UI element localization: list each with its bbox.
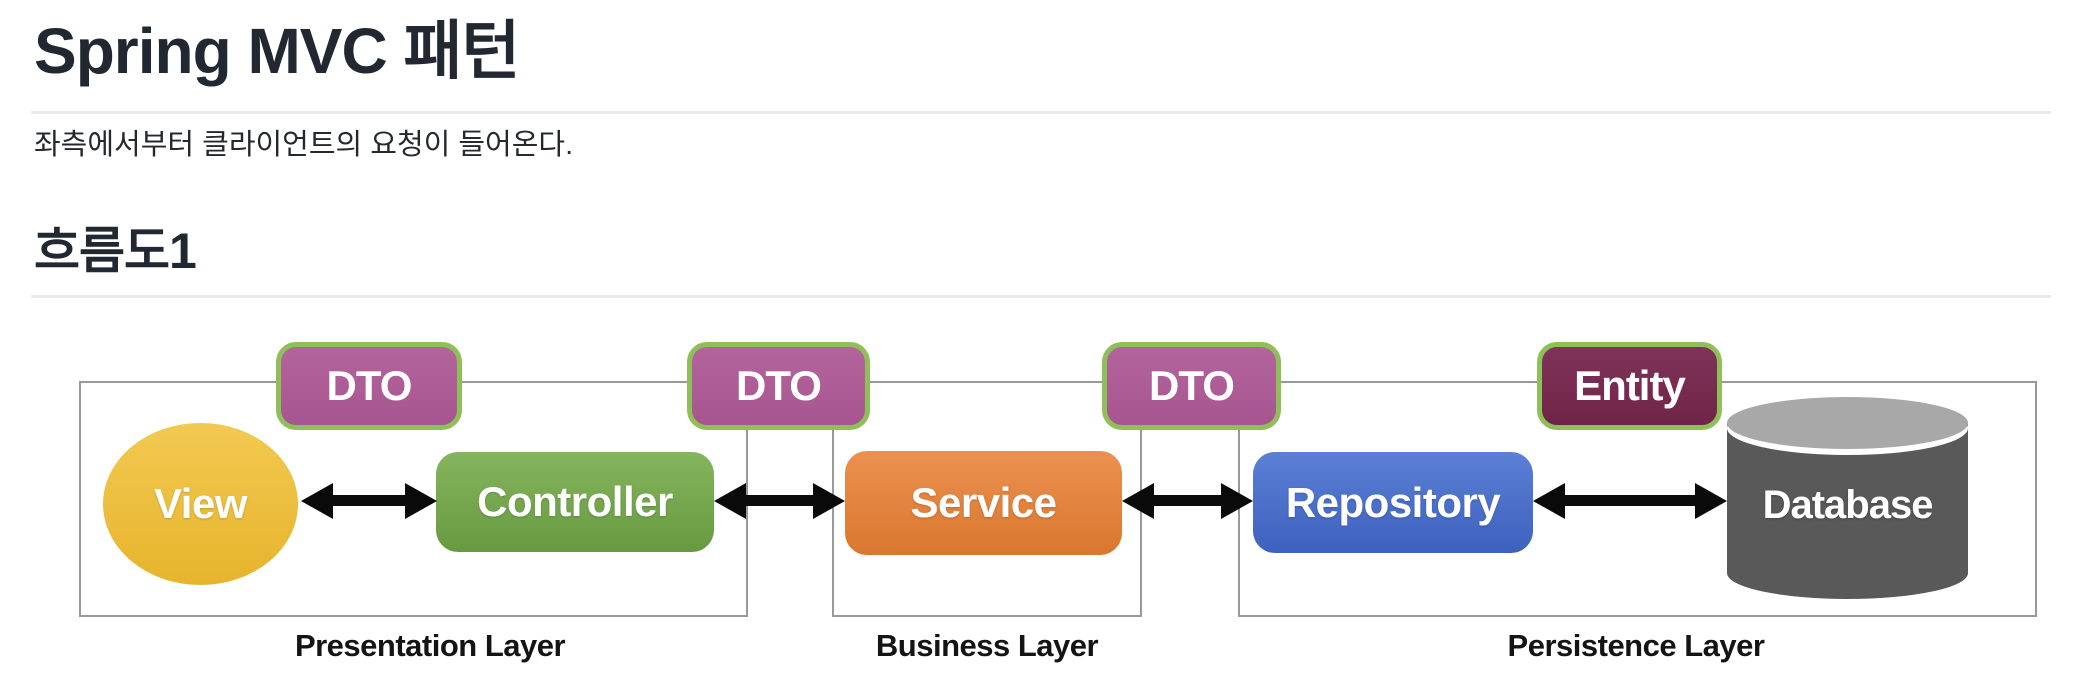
dto-badge-label: DTO: [736, 362, 822, 409]
database-node: Database: [1727, 397, 1968, 600]
controller-node-label: Controller: [477, 478, 673, 525]
service-node-label: Service: [910, 479, 1057, 526]
presentation-layer-label: Presentation Layer: [294, 628, 566, 663]
dto-badge-label: DTO: [1149, 362, 1235, 409]
arrow-right-head-icon: [1221, 483, 1253, 519]
entity-badge: Entity: [1537, 342, 1722, 430]
arrow-shaft: [1148, 495, 1227, 506]
arrow-view-controller: [301, 483, 437, 519]
service-node: Service: [845, 451, 1122, 555]
controller-node: Controller: [436, 452, 714, 552]
business-layer-label: Business Layer: [875, 628, 1099, 663]
arrow-shaft: [740, 495, 819, 506]
repository-node-label: Repository: [1285, 478, 1501, 526]
database-node-label: Database: [1762, 483, 1934, 527]
section-heading: 흐름도1: [34, 223, 197, 279]
database-cylinder-icon: [1727, 397, 1968, 599]
view-node-label: View: [154, 480, 247, 527]
dto-badge-3: DTO: [1102, 342, 1281, 430]
view-node: View: [103, 423, 298, 585]
page-title: Spring MVC 패턴: [34, 15, 520, 87]
arrow-controller-service: [714, 483, 845, 519]
dto-badge-2: DTO: [687, 342, 870, 430]
dto-badge-label: DTO: [326, 362, 413, 409]
arrow-right-head-icon: [1695, 483, 1727, 519]
title-divider: [31, 111, 2051, 114]
repository-node: Repository: [1253, 452, 1533, 553]
dto-badge-1: DTO: [276, 342, 462, 430]
persistence-layer-label: Persistence Layer: [1507, 628, 1765, 663]
arrow-service-repository: [1122, 483, 1253, 519]
arrow-repository-database: [1533, 483, 1727, 519]
arrow-shaft: [327, 495, 411, 506]
arrow-shaft: [1559, 495, 1701, 506]
arrow-right-head-icon: [405, 483, 437, 519]
entity-badge-label: Entity: [1574, 362, 1686, 409]
section-divider: [31, 295, 2051, 298]
arrow-right-head-icon: [813, 483, 845, 519]
intro-paragraph: 좌측에서부터 클라이언트의 요청이 들어온다.: [34, 129, 574, 161]
